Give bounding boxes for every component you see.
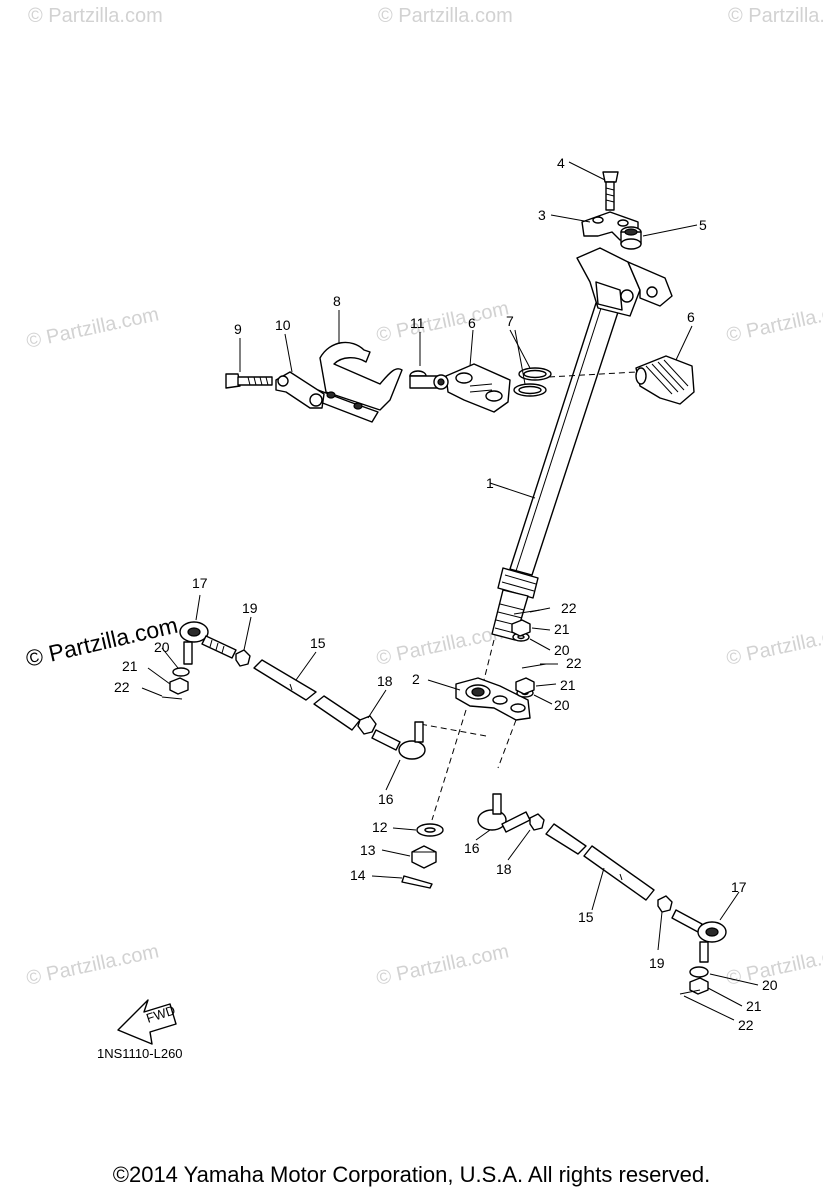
watermark: © Partzilla.com bbox=[24, 303, 160, 353]
callout-9: 9 bbox=[234, 321, 242, 337]
callout-18-left: 18 bbox=[377, 673, 393, 689]
callout-22-mid: 22 bbox=[566, 655, 582, 671]
callout-6-right: 6 bbox=[687, 309, 695, 325]
watermark: © Partzilla.com bbox=[724, 297, 823, 347]
watermark: © Partzilla.com bbox=[378, 5, 513, 27]
callout-20-mid: 20 bbox=[554, 697, 570, 713]
upper-right-hardware bbox=[511, 609, 547, 698]
callout-19-left: 19 bbox=[242, 600, 258, 616]
callout-20-right: 20 bbox=[762, 977, 778, 993]
steering-shaft bbox=[481, 299, 621, 689]
callout-7: 7 bbox=[506, 313, 514, 329]
callout-14: 14 bbox=[350, 867, 366, 883]
callout-21-upper: 21 bbox=[554, 621, 570, 637]
pitman-dash-right bbox=[497, 719, 517, 769]
callout-12: 12 bbox=[372, 819, 388, 835]
callout-19-right: 19 bbox=[649, 955, 665, 971]
callout-15-right: 15 bbox=[578, 909, 594, 925]
watermark: © Partzilla.com bbox=[28, 5, 163, 27]
pitman-dash-down bbox=[431, 709, 467, 821]
callout-2: 2 bbox=[412, 671, 420, 687]
callout-20-upper: 20 bbox=[554, 642, 570, 658]
watermark: © Partzilla.com bbox=[374, 297, 510, 347]
shaft-top-bracket bbox=[576, 247, 673, 317]
callout-4: 4 bbox=[557, 155, 565, 171]
callout-20-left: 20 bbox=[154, 639, 170, 655]
watermark: © Partzilla.com bbox=[374, 620, 510, 670]
copyright-notice: ©2014 Yamaha Motor Corporation, U.S.A. A… bbox=[112, 1162, 711, 1187]
callout-8: 8 bbox=[333, 293, 341, 309]
watermark: © Partzilla.com bbox=[24, 940, 160, 990]
oil-seals bbox=[513, 367, 552, 397]
spacer-collar bbox=[409, 370, 449, 390]
callout-6-left: 6 bbox=[468, 315, 476, 331]
bushing-right bbox=[635, 355, 695, 405]
right-tie-rod bbox=[477, 793, 727, 995]
callout-15-left: 15 bbox=[310, 635, 326, 651]
watermarks: © Partzilla.com © Partzilla.com © Partzi… bbox=[23, 5, 823, 990]
watermark: © Partzilla.com bbox=[374, 940, 510, 990]
callout-3: 3 bbox=[538, 207, 546, 223]
callout-22-left: 22 bbox=[114, 679, 130, 695]
callout-17-left: 17 bbox=[192, 575, 208, 591]
hex-bolt bbox=[225, 373, 273, 389]
bushing-left bbox=[445, 363, 511, 413]
diagram-code: 1NS1110-L260 bbox=[97, 1046, 183, 1061]
fwd-arrow: FWD bbox=[117, 999, 177, 1045]
callout-22-right: 22 bbox=[738, 1017, 754, 1033]
callout-5: 5 bbox=[699, 217, 707, 233]
bolt bbox=[602, 171, 619, 211]
callout-10: 10 bbox=[275, 317, 291, 333]
callout-1: 1 bbox=[486, 475, 494, 491]
callout-22-upper: 22 bbox=[561, 600, 577, 616]
callout-21-left: 21 bbox=[122, 658, 138, 674]
callout-labels: 1 2 3 4 5 6 6 7 8 9 10 11 12 13 14 15 15… bbox=[114, 155, 778, 1033]
bushing-alignment-line bbox=[548, 371, 637, 378]
lock-washer bbox=[275, 371, 325, 409]
callout-21-mid: 21 bbox=[560, 677, 576, 693]
callout-17-right: 17 bbox=[731, 879, 747, 895]
shaft-bracket bbox=[317, 341, 403, 423]
callout-18-right: 18 bbox=[496, 861, 512, 877]
watermark: © Partzilla.com bbox=[724, 620, 823, 670]
callout-13: 13 bbox=[360, 842, 376, 858]
lower-hardware bbox=[401, 823, 444, 889]
watermark: © Partzilla.com bbox=[728, 5, 823, 27]
pitman-arm bbox=[455, 677, 531, 721]
callout-11: 11 bbox=[410, 315, 425, 331]
callout-16-left: 16 bbox=[378, 791, 394, 807]
leader-lines bbox=[141, 161, 759, 1021]
callout-21-right: 21 bbox=[746, 998, 762, 1014]
left-tie-rod bbox=[161, 621, 426, 760]
callout-16-right: 16 bbox=[464, 840, 480, 856]
collar bbox=[620, 226, 642, 250]
pitman-dash-left bbox=[419, 723, 487, 737]
